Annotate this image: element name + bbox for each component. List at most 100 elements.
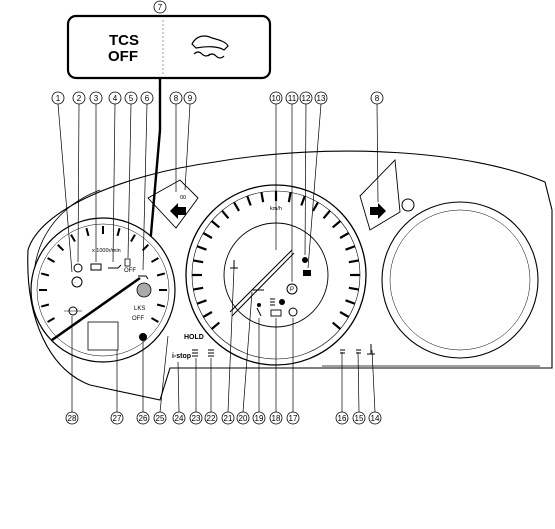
callout-number: 10 — [272, 94, 281, 103]
callout-circle — [252, 411, 266, 425]
gauge-tick — [40, 272, 50, 277]
callout-circle — [153, 411, 167, 425]
callout-number: 1 — [56, 94, 61, 103]
callout-circle — [314, 91, 328, 105]
callout-circle — [368, 411, 382, 425]
coolant-icon — [367, 344, 375, 355]
rear-fog-icon — [356, 349, 361, 354]
callout-number: 27 — [113, 414, 122, 423]
callout-leader — [357, 351, 360, 413]
gauge-tick — [331, 220, 342, 229]
gauge-tick — [156, 303, 166, 308]
gauge-tick — [246, 195, 252, 206]
tachometer-ticks — [39, 226, 167, 323]
callout-circle — [153, 0, 167, 14]
callout-leader — [307, 103, 322, 269]
gauge-tick — [47, 317, 56, 323]
callout-circle — [65, 411, 79, 425]
callout-number: 26 — [139, 414, 148, 423]
callout-leader — [57, 103, 73, 273]
callout-number: 8 — [375, 94, 380, 103]
gauge-tick — [348, 259, 359, 264]
gauge-tick — [57, 244, 65, 252]
gauge-tick — [202, 311, 213, 318]
gauge-tick — [196, 299, 207, 305]
callout-circle — [172, 411, 186, 425]
seatbelt-icon — [256, 303, 262, 317]
callout-circle — [221, 411, 235, 425]
gauge-tick — [260, 192, 265, 203]
tach-display-window — [87, 321, 119, 351]
callout-circle — [285, 91, 299, 105]
speedometer-ticks — [192, 191, 360, 330]
tachometer-gauge: x 1000r/min — [30, 217, 176, 363]
low-fuel-icon — [124, 258, 131, 267]
right-gauge — [381, 201, 539, 359]
gauge-tick — [116, 227, 121, 237]
abs-icon: · — [71, 276, 83, 288]
headlight-icon — [192, 349, 198, 357]
tcs-label-line2: OFF — [108, 48, 138, 65]
callout-number: 13 — [317, 94, 326, 103]
gauge-tick — [210, 220, 221, 229]
door-ajar-icon — [303, 270, 311, 276]
callout-number: 16 — [338, 414, 347, 423]
hold-label: HOLD — [184, 334, 204, 341]
callout-leader — [159, 335, 169, 413]
callout-circle — [269, 411, 283, 425]
gauge-tick — [210, 321, 221, 330]
callout-number: 4 — [113, 94, 118, 103]
gauge-tick — [40, 303, 50, 308]
gauge-tick — [202, 232, 213, 239]
tcs-off-small-label: OFF — [124, 268, 136, 274]
gauge-tick — [345, 245, 356, 251]
callout-circle — [352, 411, 366, 425]
callout-leader — [112, 103, 116, 263]
callout-circle — [335, 411, 349, 425]
gauge-tick — [150, 257, 159, 263]
callout-circle — [51, 91, 65, 105]
turn-left-arrow-icon — [170, 203, 186, 219]
callout-circle — [236, 411, 250, 425]
callout-number: 25 — [156, 414, 165, 423]
check-lamp-icon — [64, 306, 82, 316]
callout-circle — [269, 91, 283, 105]
gauge-tick — [339, 232, 350, 239]
callout-number: 12 — [302, 94, 311, 103]
callout-leader — [142, 103, 148, 271]
callout-leader — [77, 103, 80, 263]
callout-number: 20 — [239, 414, 248, 423]
dsc-off-small-label: OFF — [132, 316, 144, 322]
callout-circle — [299, 91, 313, 105]
gauge-tick — [312, 201, 319, 212]
gauge-tick — [156, 272, 166, 277]
callout-number: 11 — [288, 94, 297, 103]
gauge-tick — [193, 259, 204, 264]
callout-number: 15 — [355, 414, 364, 423]
callout-circle — [140, 91, 154, 105]
callout-number: 2 — [77, 94, 82, 103]
callout-circle — [286, 411, 300, 425]
gauge-tick — [85, 227, 90, 237]
gauge-tick — [300, 195, 306, 206]
gauge-tick — [322, 209, 331, 220]
lks-small-label: LKS — [134, 306, 145, 312]
parking-brake-icon — [286, 283, 298, 295]
callout-leader — [304, 103, 307, 256]
tcs-off-icon — [138, 275, 149, 280]
callout-circle — [169, 91, 183, 105]
callout-number: 23 — [192, 414, 201, 423]
lamp-outline-icon — [208, 349, 214, 357]
callout-leader — [177, 361, 180, 413]
callout-leader — [371, 349, 376, 413]
tach-scale-label: x 1000r/min — [92, 248, 121, 254]
callout-circle — [124, 91, 138, 105]
callout-leader — [227, 267, 235, 413]
callout-circle — [72, 91, 86, 105]
svg-text:·: · — [74, 280, 76, 286]
callout-number: 19 — [255, 414, 264, 423]
gauge-tick — [345, 299, 356, 305]
callout-number: 6 — [145, 94, 150, 103]
